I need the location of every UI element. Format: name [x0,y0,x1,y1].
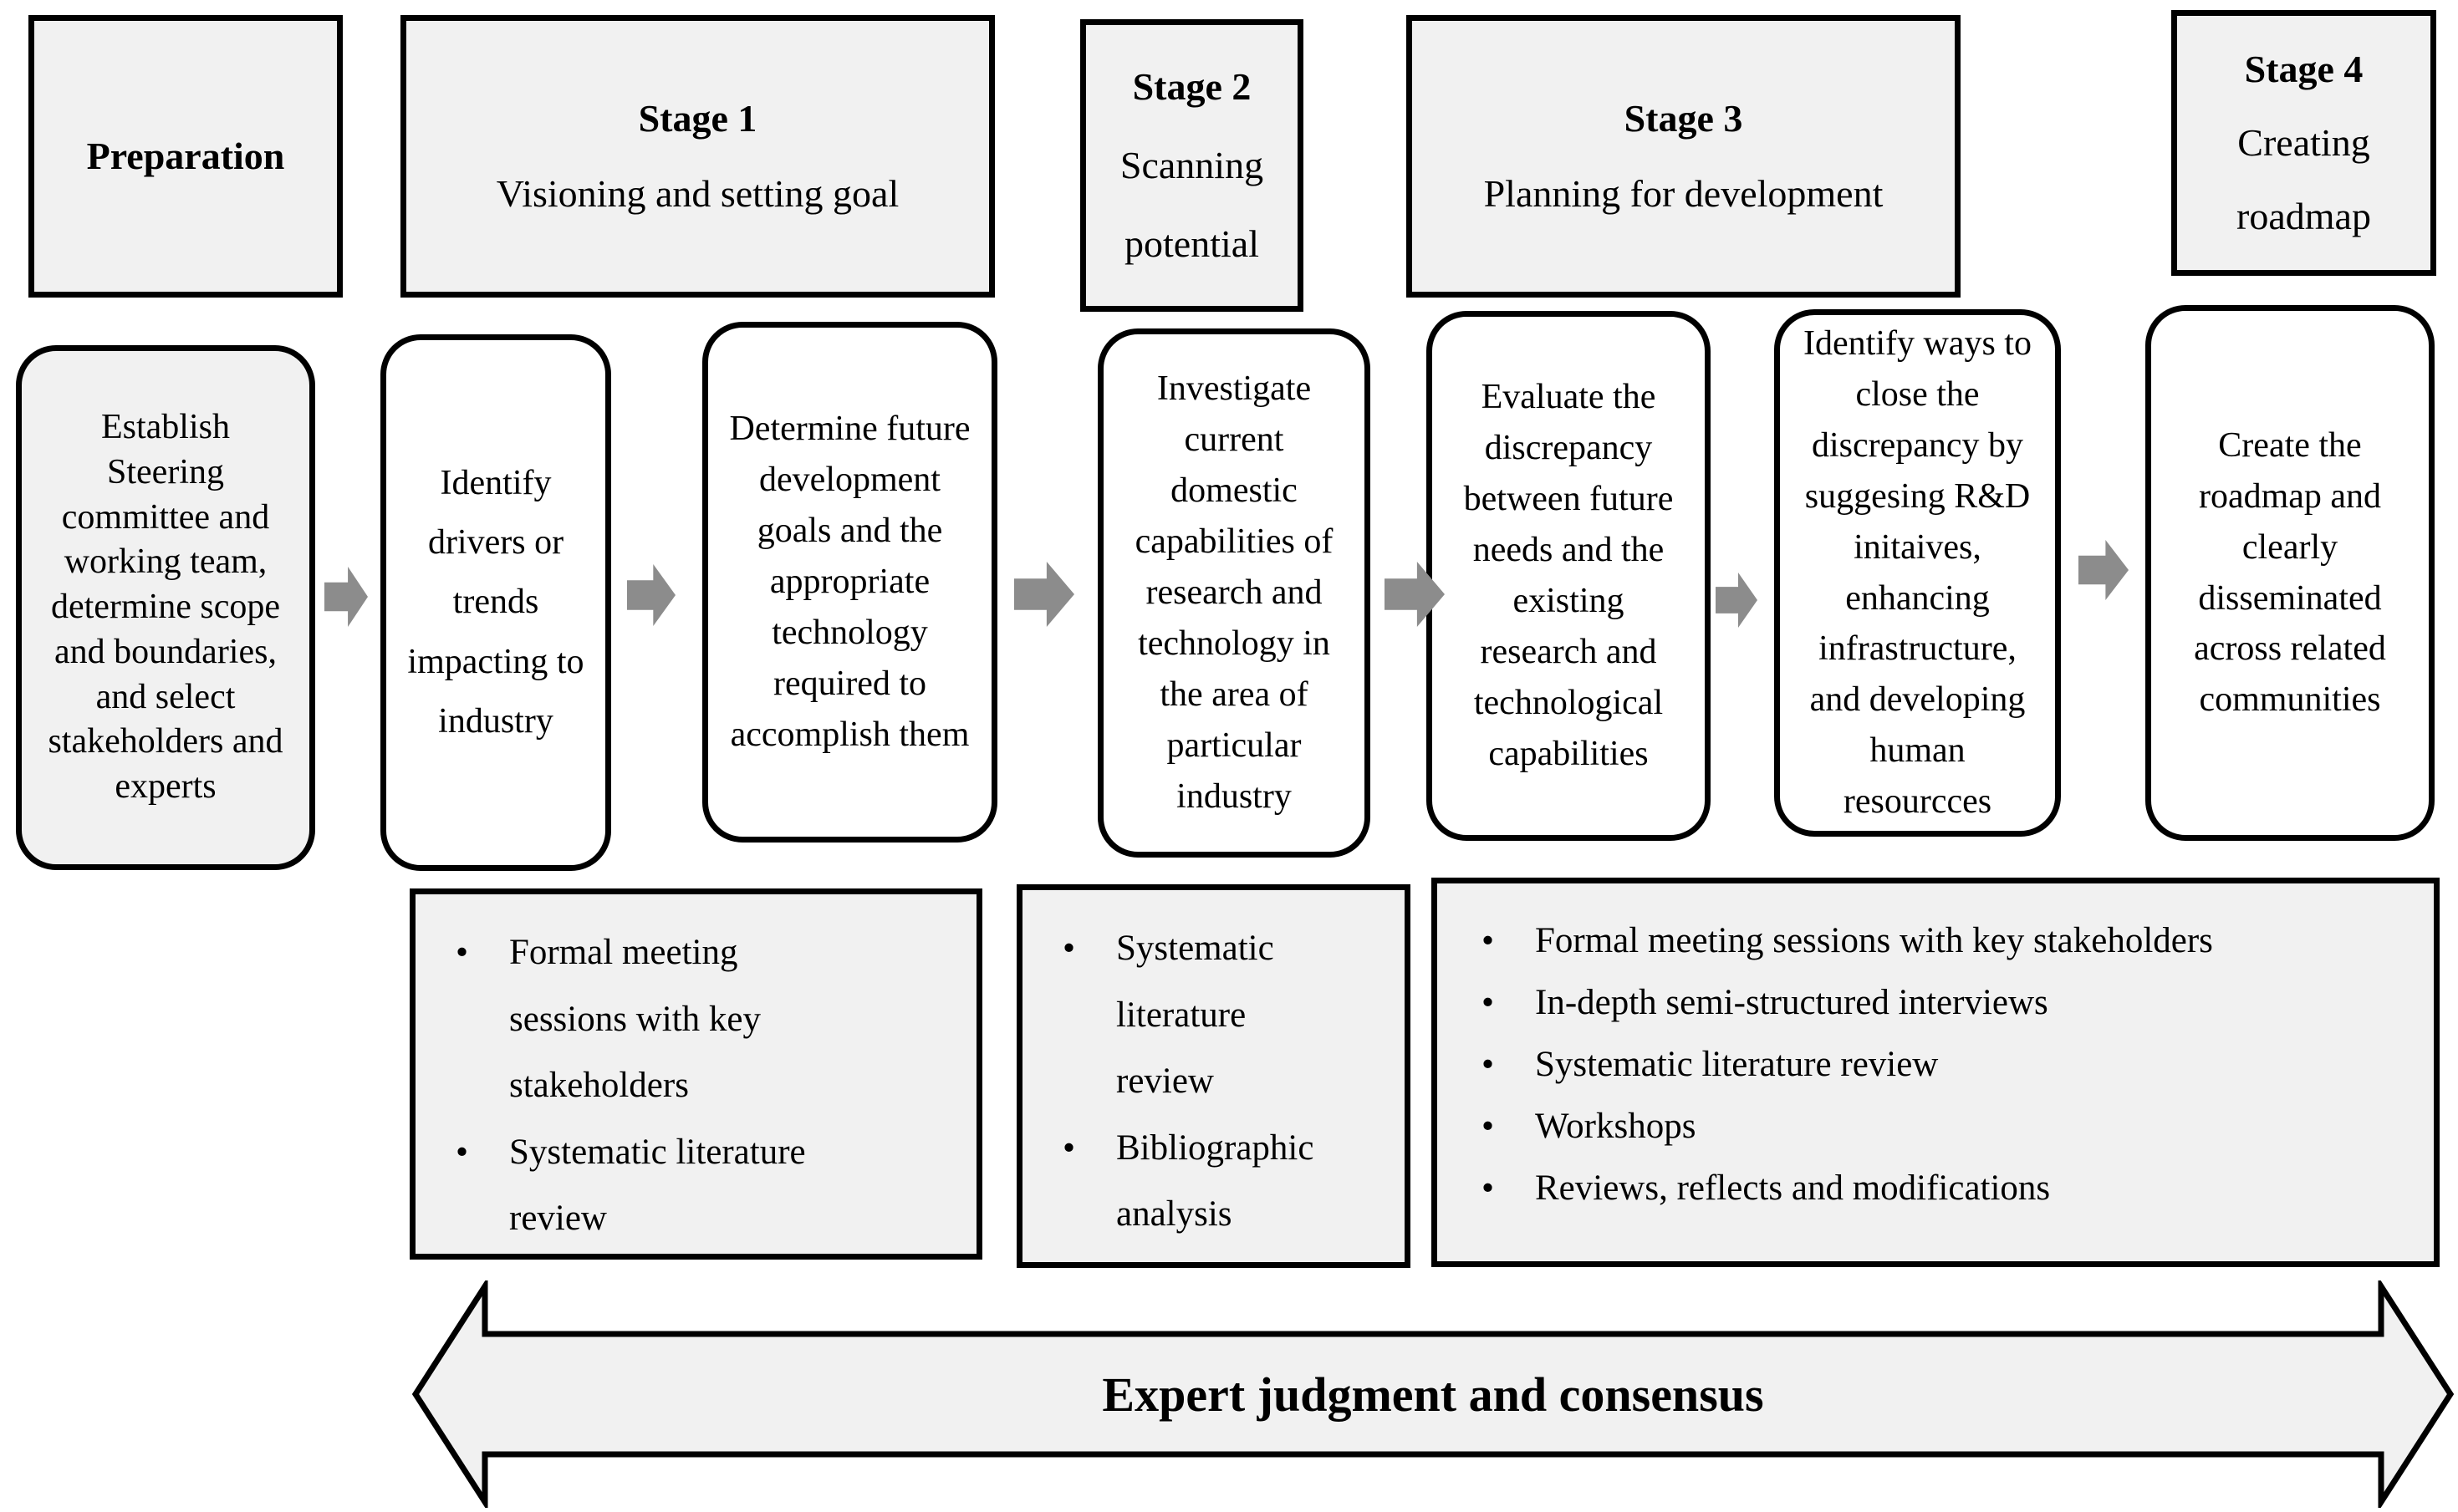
list-item: Formal meeting sessions with key stakeho… [1475,910,2400,972]
stage-header-preparation: Preparation [28,15,343,298]
process-card-text: Create the roadmap and clearly dissemina… [2194,425,2386,720]
list-item: Workshops [1475,1096,2400,1158]
methods-list: Formal meeting sessions with key stakeho… [449,919,851,1252]
expert-consensus-label: Expert judgment and consensus [1102,1367,1764,1422]
list-item: Systematic literature review [1475,1034,2400,1096]
process-card-evaluate-discrepancy: Evaluate the discrepancy between future … [1426,311,1711,841]
stage-subtitle: Scanning [1119,144,1264,186]
process-card-text: Determine future development goals and t… [729,410,971,754]
list-item: In-depth semi-structured interviews [1475,972,2400,1034]
list-item: Reviews, reflects and modifications [1475,1158,2400,1219]
process-card-text: Identify ways to close the discrepancy b… [1803,324,2032,822]
stage-title: Stage 3 [1624,97,1743,140]
stage-header-1: Stage 1 Visioning and setting goal [400,15,995,298]
stage-header-4: Stage 4 Creating roadmap [2171,10,2436,276]
list-item: Systematic literature review [1056,915,1329,1115]
process-card-text: Evaluate the discrepancy between future … [1463,378,1674,773]
process-card-determine-goals: Determine future development goals and t… [702,322,997,843]
flow-arrow-icon [1716,573,1757,628]
stage-subtitle: Creating [2237,121,2370,164]
flow-arrow-icon [1014,562,1074,627]
methods-box-stage1: Formal meeting sessions with key stakeho… [410,888,982,1260]
process-card-text: Investigate current domestic capabilitie… [1135,369,1334,816]
list-item: Systematic literature review [449,1119,851,1252]
process-card-text: Establish Steering committee and working… [48,408,283,807]
stage-title: Stage 2 [1132,65,1252,108]
methods-box-stage2: Systematic literature review Bibliograph… [1017,884,1410,1268]
process-card-identify-ways: Identify ways to close the discrepancy b… [1774,309,2061,837]
process-card-text: Identify drivers or trends impacting to … [407,463,584,741]
process-card-investigate-capabilities: Investigate current domestic capabilitie… [1098,328,1370,858]
list-item: Formal meeting sessions with key stakeho… [449,919,851,1119]
stage-title: Stage 4 [2244,48,2364,90]
stage-subtitle: roadmap [2236,195,2371,237]
process-card-identify-drivers: Identify drivers or trends impacting to … [380,334,611,871]
stage-header-3: Stage 3 Planning for development [1406,15,1961,298]
methods-box-stage3: Formal meeting sessions with key stakeho… [1431,878,2440,1267]
stage-subtitle: potential [1124,222,1259,265]
process-card-establish-committee: Establish Steering committee and working… [16,345,315,870]
list-item: Bibliographic analysis [1056,1115,1329,1248]
stage-title: Preparation [86,135,285,177]
stage-subtitle: Planning for development [1483,172,1884,215]
stage-title: Stage 1 [638,97,757,140]
process-card-create-roadmap: Create the roadmap and clearly dissemina… [2145,305,2435,841]
flow-arrow-icon [627,564,676,626]
flow-arrow-icon [2078,540,2129,600]
methods-list: Formal meeting sessions with key stakeho… [1475,910,2400,1219]
stage-subtitle: Visioning and setting goal [496,172,900,215]
expert-consensus-arrow: Expert judgment and consensus [411,1280,2455,1508]
left-right-arrow-icon [411,1280,2455,1508]
stage-header-2: Stage 2 Scanning potential [1080,19,1303,312]
methods-list: Systematic literature review Bibliograph… [1056,915,1329,1248]
flow-arrow-icon [324,567,368,627]
